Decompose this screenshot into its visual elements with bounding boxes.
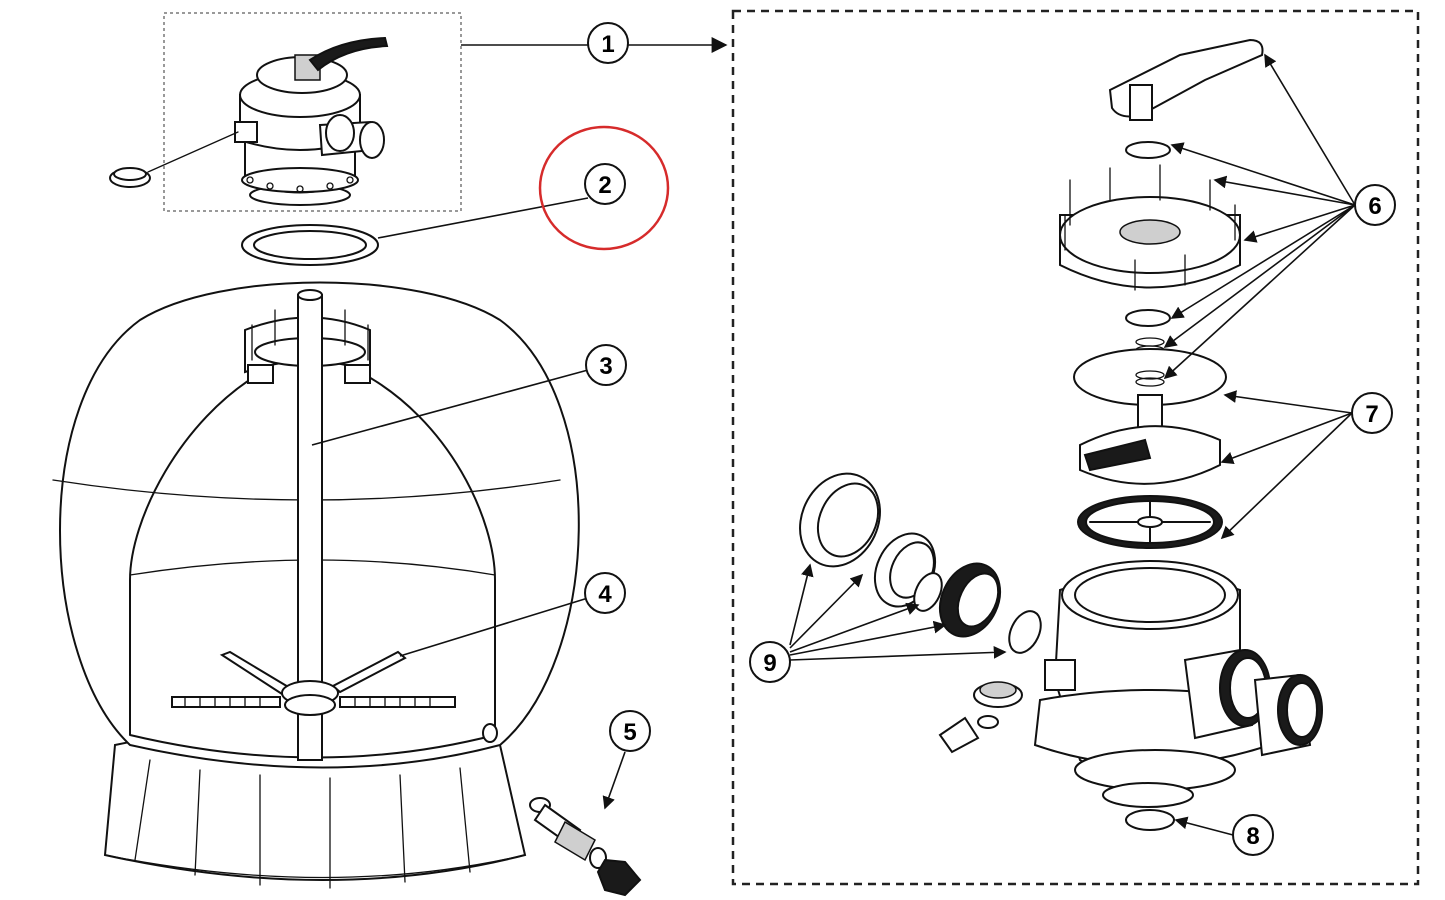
callout-5-label: 5: [623, 719, 636, 746]
union-nut: [799, 472, 881, 568]
union-adapter: [938, 562, 1002, 638]
callout-9: 9: [749, 641, 791, 683]
valve-thumbnail-frame: [163, 12, 462, 212]
tank-gasket: [241, 224, 379, 266]
callout-2-leader: [377, 197, 589, 239]
cover-o-ring: [1125, 309, 1171, 327]
callout-4: 4: [584, 572, 626, 614]
callout-7-leaders: [1220, 390, 1353, 540]
callout-4-label: 4: [598, 581, 612, 608]
callout-2: 2: [584, 163, 626, 205]
exploded-valve-frame: [731, 9, 1420, 886]
callout-8-leader: [1174, 816, 1234, 836]
drain-assembly: [529, 797, 642, 897]
valve-thumbnail: [109, 36, 389, 206]
valve-gasket-spider: [1077, 495, 1223, 549]
valve-rotor: [1079, 394, 1221, 485]
highlight-circle: [538, 125, 670, 251]
callout-3-leader: [311, 369, 589, 446]
callout-7: 7: [1351, 392, 1393, 434]
laterals: [171, 650, 456, 716]
callout-5: 5: [609, 710, 651, 752]
callout-6: 6: [1354, 184, 1396, 226]
bottom-o-ring: [1125, 809, 1175, 831]
union-o-ring: [913, 572, 943, 612]
callout-1: 1: [587, 22, 629, 64]
union-gasket: [1008, 610, 1042, 654]
valve-handle: [1108, 38, 1264, 121]
callout-6-leaders: [1163, 53, 1356, 380]
callout-8-label: 8: [1246, 823, 1259, 850]
callout-3: 3: [585, 344, 627, 386]
callout-4-leader: [399, 597, 589, 657]
handle-o-ring: [1125, 141, 1171, 159]
callout-7-label: 7: [1365, 401, 1378, 428]
callout-9-label: 9: [763, 650, 776, 677]
valve-body: [1033, 560, 1323, 808]
callout-1-label: 1: [601, 31, 614, 58]
callout-6-label: 6: [1368, 193, 1381, 220]
valve-cover: [1059, 164, 1241, 291]
callout-8: 8: [1232, 814, 1274, 856]
callout-3-label: 3: [599, 353, 612, 380]
pressure-gauge: [938, 681, 1023, 754]
pressure-gauge-thumbnail: [109, 131, 239, 188]
callout-9-leaders: [789, 563, 1007, 661]
callout-5-leader: [602, 751, 626, 810]
callout-2-label: 2: [598, 172, 611, 199]
